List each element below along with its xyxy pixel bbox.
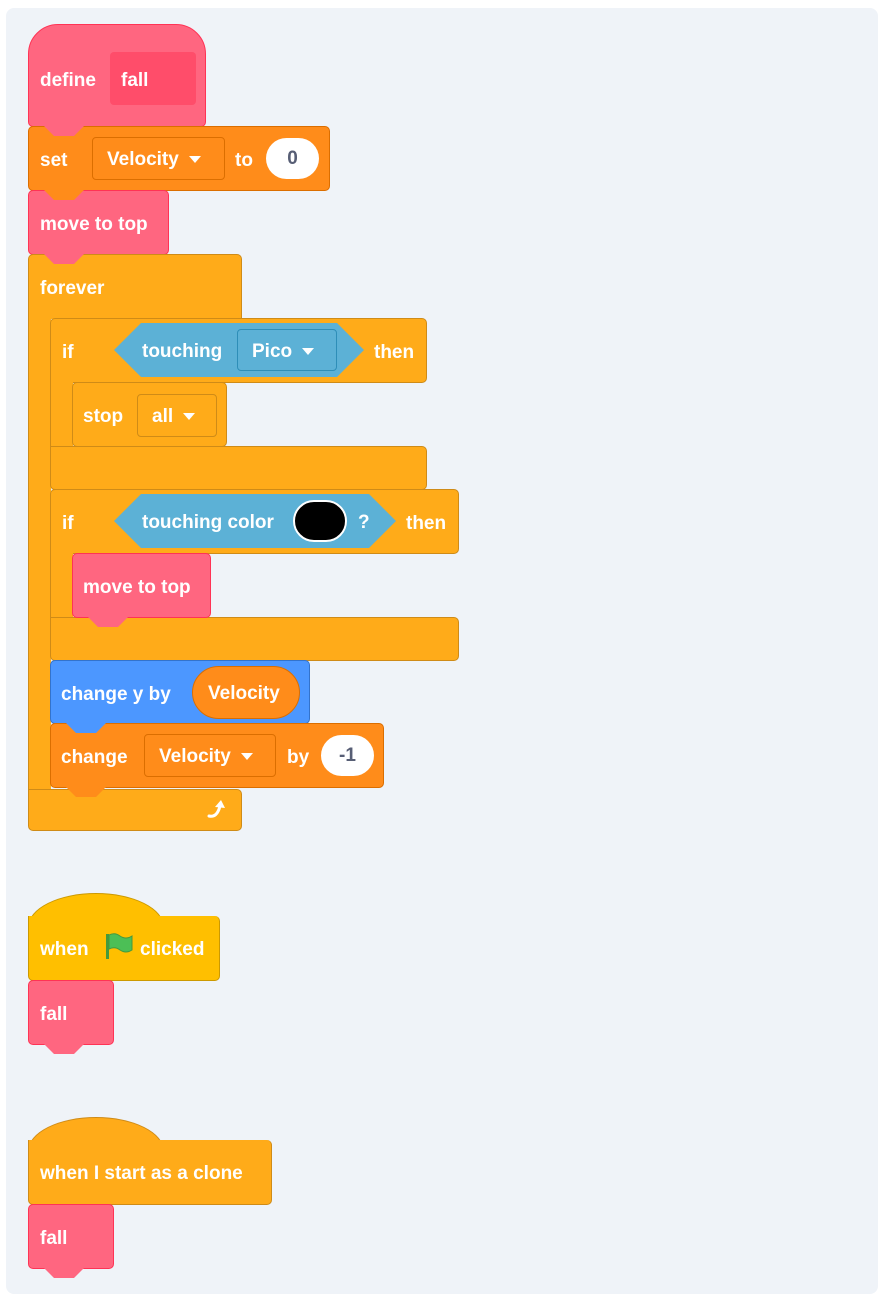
then-label: then	[406, 513, 447, 534]
fall-call-block[interactable]: fall	[28, 1204, 114, 1278]
move-to-top-block[interactable]: move to top	[72, 553, 211, 627]
forever-block-bottom[interactable]	[28, 789, 242, 831]
condition-label: touching	[142, 341, 223, 362]
clicked-label: clicked	[140, 939, 205, 960]
value-input[interactable]: -1	[321, 735, 374, 776]
condition-label: touching color	[142, 512, 274, 533]
dropdown-arrow-icon	[183, 413, 196, 421]
change-variable-block[interactable]: change Velocity by -1	[50, 723, 384, 797]
when-start-as-clone-block[interactable]: when I start as a clone	[28, 1140, 272, 1205]
variable-name: Velocity	[159, 746, 231, 767]
value-text: 0	[287, 148, 298, 169]
block-notch	[66, 723, 106, 733]
block-notch	[44, 1044, 84, 1054]
variable-dropdown[interactable]: Velocity	[144, 734, 276, 777]
value-text: -1	[339, 745, 356, 766]
to-label: to	[235, 150, 253, 171]
define-label: define	[40, 70, 96, 91]
stop-option-dropdown[interactable]: all	[137, 394, 217, 437]
if-touching-block[interactable]: if touching Pico then	[50, 318, 427, 383]
dropdown-arrow-icon	[302, 348, 314, 355]
if-color-arm	[50, 551, 73, 621]
dropdown-arrow-icon	[240, 753, 253, 761]
custom-block-prototype[interactable]: fall	[110, 52, 196, 105]
dropdown-arrow-icon	[188, 156, 201, 164]
sprite-dropdown[interactable]: Pico	[237, 329, 337, 371]
change-label: change	[61, 747, 128, 768]
variable-name: Velocity	[107, 149, 179, 170]
question-mark: ?	[358, 512, 370, 533]
touching-sprite-condition[interactable]: touching Pico	[114, 323, 364, 377]
block-notch	[44, 1268, 84, 1278]
block-notch	[66, 787, 106, 797]
if-touching-arm	[50, 380, 73, 450]
if-touching-color-block[interactable]: if touching color ? then	[50, 489, 459, 554]
define-block[interactable]: define fall	[28, 24, 206, 136]
block-label: fall	[40, 1228, 68, 1249]
change-y-block[interactable]: change y by Velocity	[50, 660, 310, 733]
if-label: if	[62, 342, 74, 363]
block-notch	[88, 617, 128, 627]
loop-arrow-icon	[207, 800, 225, 818]
fall-call-block[interactable]: fall	[28, 980, 114, 1054]
if-label: if	[62, 513, 74, 534]
clone-hat-label: when I start as a clone	[40, 1163, 243, 1184]
touching-color-condition[interactable]: touching color ?	[114, 494, 396, 548]
set-label: set	[40, 150, 68, 171]
when-flag-clicked-block[interactable]: when clicked	[28, 916, 220, 981]
stop-block[interactable]: stop all	[72, 382, 227, 447]
block-label: fall	[40, 1004, 68, 1025]
forever-label: forever	[40, 278, 105, 299]
variable-dropdown[interactable]: Velocity	[92, 137, 225, 180]
block-notch	[44, 254, 84, 264]
block-label: move to top	[40, 214, 148, 235]
then-label: then	[374, 342, 415, 363]
set-variable-block[interactable]: set Velocity to 0	[28, 126, 330, 200]
procedure-name: fall	[121, 70, 149, 91]
color-swatch[interactable]	[293, 500, 347, 542]
block-label: move to top	[83, 577, 191, 598]
when-label: when	[40, 939, 89, 960]
green-flag-icon	[106, 933, 133, 959]
reporter-label: Velocity	[208, 683, 280, 704]
move-to-top-block[interactable]: move to top	[28, 190, 169, 264]
value-input[interactable]: 0	[266, 138, 319, 179]
forever-block-top[interactable]: forever	[28, 254, 242, 319]
stop-label: stop	[83, 406, 124, 427]
by-label: by	[287, 747, 310, 768]
block-notch	[44, 190, 84, 200]
if-touching-bottom[interactable]	[50, 446, 427, 490]
block-notch	[44, 126, 84, 136]
change-y-label: change y by	[61, 684, 171, 705]
velocity-reporter[interactable]: Velocity	[192, 666, 300, 719]
sprite-name: Pico	[252, 341, 293, 362]
forever-block-arm	[28, 316, 51, 796]
stop-option: all	[152, 406, 174, 427]
